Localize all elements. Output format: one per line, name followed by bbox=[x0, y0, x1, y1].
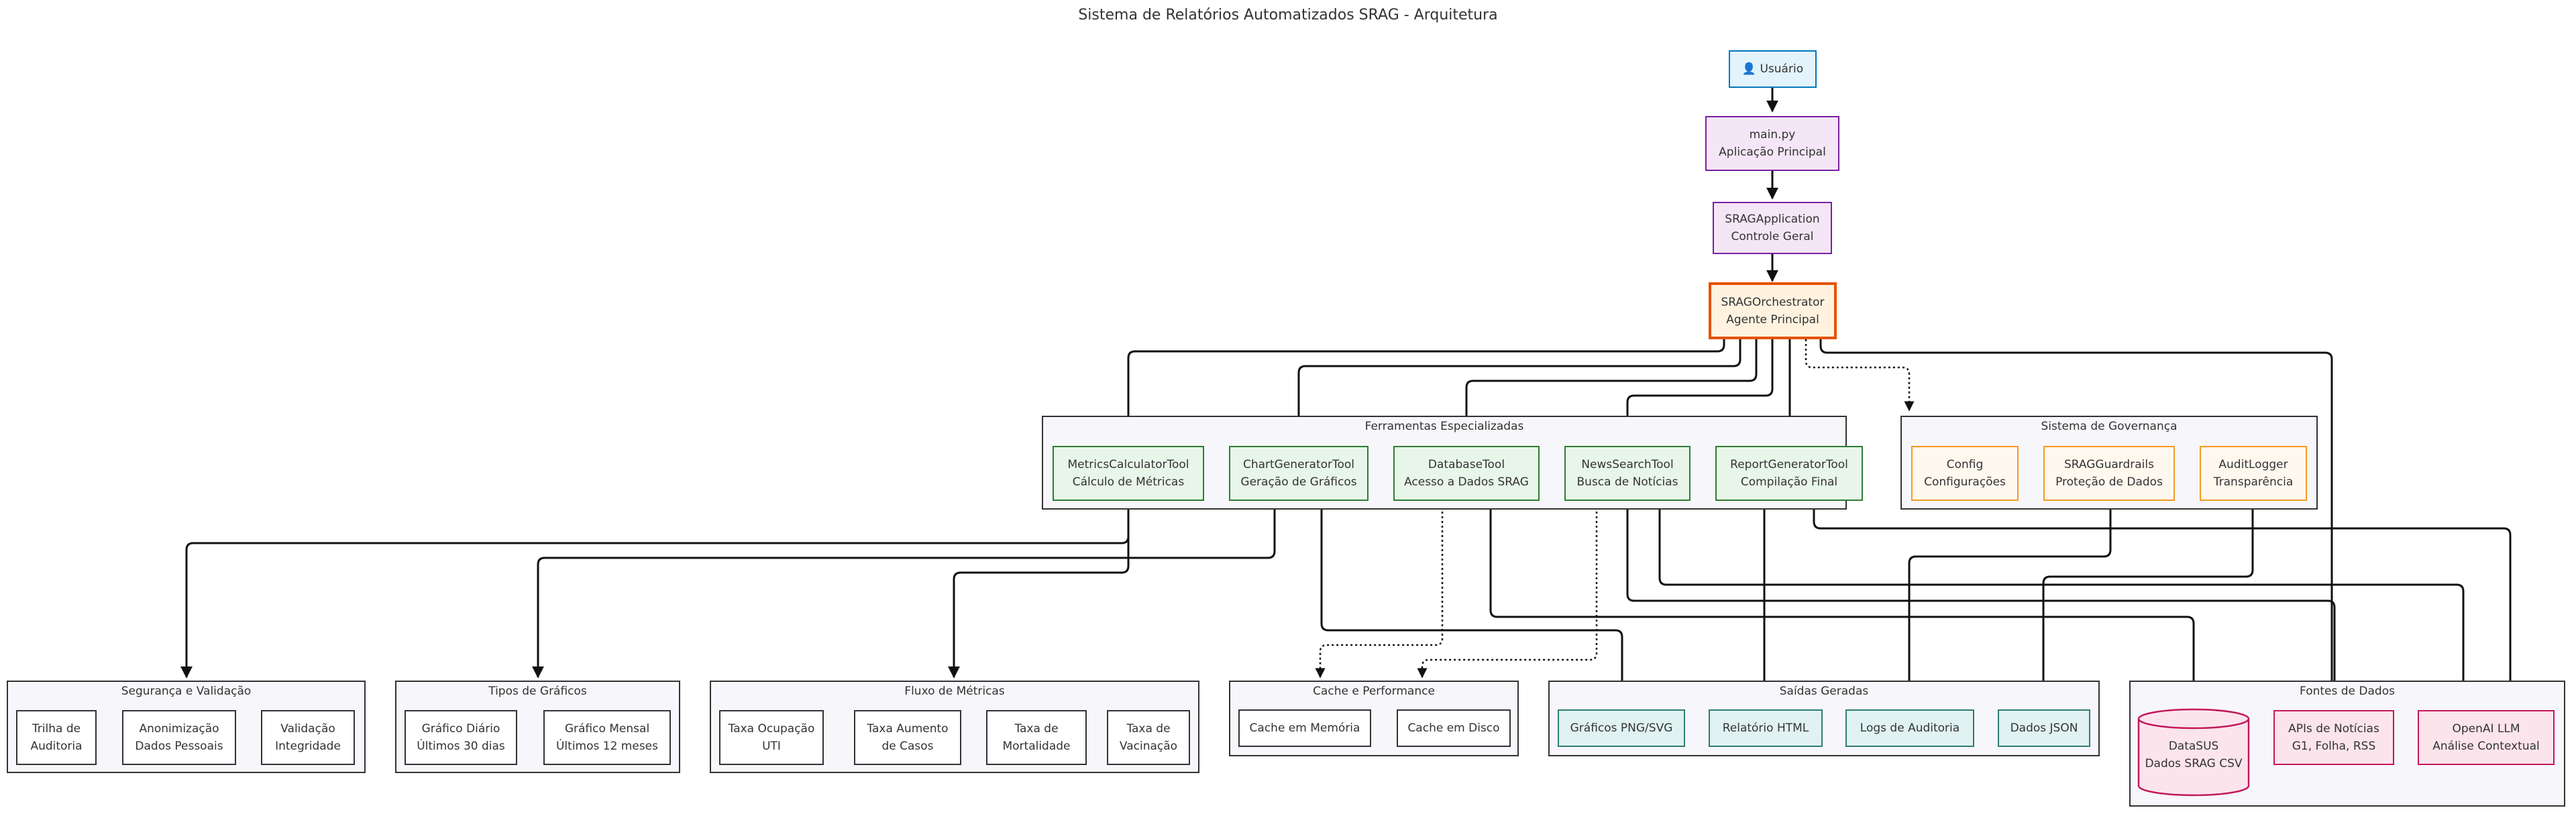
srag-orchestrator-node[interactable]: SRAGOrchestrator Agente Principal bbox=[1709, 282, 1837, 339]
edge-news-cache-disk bbox=[1417, 502, 1598, 679]
metrics-calculator-tool[interactable]: MetricsCalculatorTool Cálculo de Métrica… bbox=[1053, 446, 1204, 501]
cluster-metrics-flow-label: Fluxo de Métricas bbox=[904, 685, 1005, 698]
datasus-cylinder[interactable]: DataSUS Dados SRAG CSV bbox=[2137, 708, 2250, 797]
trilha-auditoria-node[interactable]: Trilha de Auditoria bbox=[16, 710, 97, 765]
grafico-mensal-node[interactable]: Gráfico Mensal Últimos 12 meses bbox=[543, 710, 671, 765]
edge-orch-news bbox=[1621, 339, 1774, 444]
edge-report-openai3 bbox=[1813, 508, 2516, 707]
openai-llm-node[interactable]: OpenAI LLM Análise Contextual bbox=[2418, 710, 2555, 765]
main-py-node[interactable]: main.py Aplicação Principal bbox=[1705, 116, 1839, 171]
cluster-chart-types-label: Tipos de Gráficos bbox=[488, 685, 587, 698]
edge-news-apis bbox=[1626, 508, 2341, 707]
edge-metrics-flow bbox=[948, 508, 1130, 679]
edge-orch-openai bbox=[1819, 339, 2338, 707]
validacao-integridade-node[interactable]: Validação Integridade bbox=[261, 710, 355, 765]
diagram-title: Sistema de Relatórios Automatizados SRAG… bbox=[1078, 7, 1498, 23]
taxa-ocupacao-uti-node[interactable]: Taxa Ocupação UTI bbox=[719, 710, 824, 765]
edge-news-openai2 bbox=[1658, 508, 2469, 707]
anonimizacao-node[interactable]: Anonimização Dados Pessoais bbox=[122, 710, 236, 765]
cluster-sources-label: Fontes de Dados bbox=[2300, 685, 2395, 698]
edge-metrics-security bbox=[180, 508, 1130, 679]
edge-db-datasus bbox=[1489, 508, 2200, 707]
apis-noticias-node[interactable]: APIs de Notícias G1, Folha, RSS bbox=[2273, 710, 2394, 765]
edge-orch-db bbox=[1460, 339, 1758, 444]
graficos-png-svg-node[interactable]: Gráficos PNG/SVG bbox=[1558, 709, 1685, 747]
cluster-governance-label: Sistema de Governança bbox=[2041, 420, 2178, 433]
edge-audit-json bbox=[2037, 502, 2254, 707]
edge-orch-metrics bbox=[1122, 339, 1725, 444]
user-label: 👤 Usuário bbox=[1741, 62, 1804, 76]
cache-memoria-node[interactable]: Cache em Memória bbox=[1238, 709, 1371, 747]
taxa-mortalidade-node[interactable]: Taxa de Mortalidade bbox=[986, 710, 1087, 765]
grafico-diario-node[interactable]: Gráfico Diário Últimos 30 dias bbox=[405, 710, 517, 765]
user-node[interactable]: 👤 Usuário bbox=[1729, 50, 1817, 88]
chart-generator-tool[interactable]: ChartGeneratorTool Geração de Gráficos bbox=[1229, 446, 1368, 501]
edge-orch-governance bbox=[1805, 339, 1915, 412]
config-node[interactable]: Config Configurações bbox=[1911, 446, 2019, 501]
cluster-security-label: Segurança e Validação bbox=[121, 685, 252, 698]
srag-guardrails-node[interactable]: SRAGGuardrails Proteção de Dados bbox=[2043, 446, 2175, 501]
edge-orch-chart bbox=[1293, 339, 1741, 444]
audit-logger-node[interactable]: AuditLogger Transparência bbox=[2200, 446, 2307, 501]
cache-disco-node[interactable]: Cache em Disco bbox=[1397, 709, 1511, 747]
cluster-tools-label: Ferramentas Especializadas bbox=[1364, 420, 1524, 433]
database-icon bbox=[2137, 708, 2250, 797]
user-icon: 👤 bbox=[1741, 62, 1757, 76]
edge-db-cache-memory bbox=[1315, 502, 1444, 679]
report-generator-tool[interactable]: ReportGeneratorTool Compilação Final bbox=[1715, 446, 1863, 501]
edge-chart-png bbox=[1320, 508, 1628, 707]
cluster-cache-label: Cache e Performance bbox=[1313, 685, 1435, 698]
logs-auditoria-node[interactable]: Logs de Auditoria bbox=[1845, 709, 1974, 747]
database-tool[interactable]: DatabaseTool Acesso a Dados SRAG bbox=[1393, 446, 1540, 501]
news-search-tool[interactable]: NewsSearchTool Busca de Notícias bbox=[1564, 446, 1690, 501]
srag-application-node[interactable]: SRAGApplication Controle Geral bbox=[1713, 202, 1832, 254]
edge-chart-types bbox=[532, 508, 1276, 679]
dados-json-node[interactable]: Dados JSON bbox=[1998, 709, 2090, 747]
taxa-vacinacao-node[interactable]: Taxa de Vacinação bbox=[1107, 710, 1190, 765]
taxa-aumento-casos-node[interactable]: Taxa Aumento de Casos bbox=[854, 710, 961, 765]
cluster-outputs-label: Saídas Geradas bbox=[1779, 685, 1869, 698]
relatorio-html-node[interactable]: Relatório HTML bbox=[1709, 709, 1823, 747]
edge-guardrails-logs bbox=[1903, 502, 2112, 707]
